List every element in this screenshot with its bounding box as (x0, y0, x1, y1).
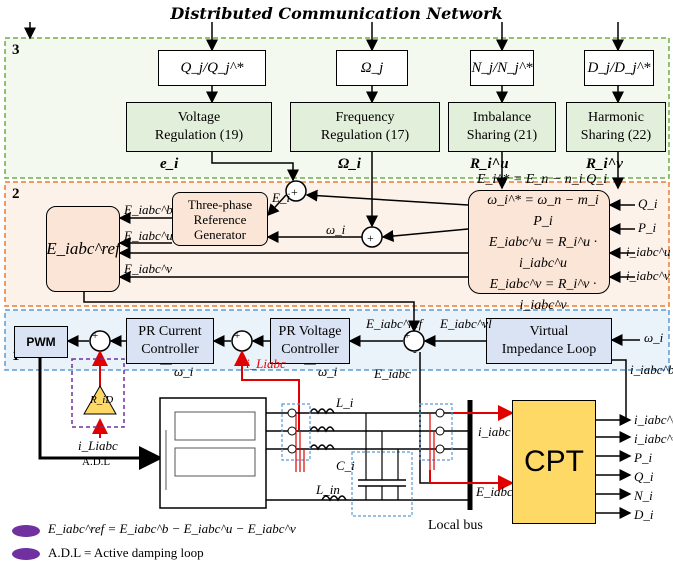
virtual-impedance-loop: Virtual Impedance Loop (486, 318, 612, 364)
voltage-regulation-line2: Regulation (19) (154, 128, 244, 143)
virtual-impedance-line2: Impedance Loop (501, 342, 597, 357)
input-omega: Ω_j (336, 50, 408, 86)
output-rv: R_i^v (586, 156, 623, 172)
input-q: Q_j/Q_j^* (158, 50, 266, 86)
output-omega: Ω_i (338, 156, 361, 172)
generator-line1: Three-phase (187, 196, 253, 212)
cpt-out-p: P_i (634, 450, 653, 465)
layer3-label: 3 (12, 42, 20, 58)
generator-line3: Generator (194, 226, 246, 242)
cpt-out-n: N_i (634, 488, 653, 503)
adl-label: A.D.L (82, 456, 111, 468)
vi-omega-input: ω_i (644, 330, 664, 345)
legend-adl: A.D.L = Active damping loop (48, 545, 204, 560)
pr-voltage-line1: PR Voltage (278, 324, 342, 339)
voltage-regulation-block: Voltage Regulation (19) (126, 102, 272, 152)
rid-label: R_iD (90, 394, 114, 406)
pr-current-line1: PR Current (138, 324, 202, 339)
svg-text:+: + (404, 330, 410, 342)
gen-out-v: E_iabc^v (124, 261, 173, 276)
right-input-q: Q_i (638, 196, 658, 211)
local-bus-label: Local bus (428, 518, 483, 533)
equation-harmonic: E_iabc^v = R_i^v · i_iabc^v (489, 276, 597, 313)
imbalance-sharing-line2: Sharing (21) (466, 128, 538, 143)
legend-dot-2 (12, 548, 40, 560)
pr-current-controller: PR Current Controller (126, 318, 214, 364)
eref-block: E_iabc^ref (46, 206, 120, 292)
generator-line2: Reference (193, 211, 247, 227)
l1-eiabc-label: E_iabc (374, 366, 411, 381)
pr-current-omega: ω_i (174, 364, 194, 379)
right-input-iv: i_iabc^v (626, 268, 670, 283)
pwm-block: PWM (14, 326, 68, 358)
cpt-outputs: i_iabc^u i_iabc^v P_i Q_i N_i D_i (634, 410, 673, 524)
lin-label: L_in (316, 482, 340, 497)
ei-label: E_i (272, 190, 291, 205)
layer2-label: 2 (12, 186, 20, 202)
legend-eref: E_iabc^ref = E_iabc^b − E_iabc^u − E_iab… (48, 521, 296, 536)
ci-label: C_i (336, 458, 355, 473)
diagram-title: Distributed Communication Network (170, 4, 503, 23)
equation-frequency: ω_i^* = ω_n − m_i P_i (487, 192, 599, 229)
output-e: e_i (160, 156, 179, 172)
svg-text:+: + (234, 330, 240, 342)
pr-current-line2: Controller (141, 342, 199, 357)
output-ru: R_i^u (470, 156, 509, 172)
input-d: D_j/D_j^* (584, 50, 654, 86)
cpt-block: CPT (512, 400, 596, 524)
reference-generator-block: Three-phase Reference Generator (172, 192, 268, 246)
harmonic-sharing-line2: Sharing (22) (580, 128, 652, 143)
right-input-iu: i_iabc^u (626, 244, 671, 259)
cpt-out-d: D_i (634, 507, 654, 522)
equations-block: E_i^* = E_n − n_i Q_i ω_i^* = ω_n − m_i … (468, 172, 610, 313)
adl-current-label: i_Liabc (78, 438, 118, 453)
right-input-p: P_i (638, 220, 657, 235)
cpt-out-iu: i_iabc^u (634, 412, 673, 427)
cpt-out-iv: i_iabc^v (634, 431, 673, 446)
harmonic-sharing-line1: Harmonic (588, 110, 644, 125)
evl-label: E_iabc^vl (440, 316, 492, 331)
li-label: L_i (336, 395, 354, 410)
imbalance-sharing-block: Imbalance Sharing (21) (448, 102, 556, 152)
virtual-impedance-line1: Virtual (529, 324, 569, 339)
equation-voltage: E_i^* = E_n − n_i Q_i (477, 171, 608, 187)
pr-voltage-omega: ω_i (318, 364, 338, 379)
eiabc-label: E_iabc (476, 484, 513, 499)
svg-text:+: + (291, 185, 298, 199)
l1-eref-label: E_iabc^ref (366, 316, 423, 331)
imbalance-sharing-line1: Imbalance (472, 110, 532, 125)
input-n: N_j/N_j^* (470, 50, 534, 86)
omega-label: ω_i (326, 222, 346, 237)
gen-out-u: E_iabc^u (124, 228, 173, 243)
ib-label: i_iabc^b (630, 362, 673, 377)
i-liabc-label: i_Liabc (246, 356, 286, 371)
cpt-out-q: Q_i (634, 469, 654, 484)
frequency-regulation-block: Frequency Regulation (17) (290, 102, 440, 152)
frequency-regulation-line2: Regulation (17) (320, 128, 410, 143)
pr-voltage-controller: PR Voltage Controller (270, 318, 350, 364)
equation-imbalance: E_iabc^u = R_i^u · i_iabc^u (488, 234, 598, 271)
frequency-regulation-line1: Frequency (335, 110, 395, 125)
iiabc-label: i_iabc (478, 424, 511, 439)
legend-dot-1 (12, 525, 40, 537)
svg-text:+: + (367, 231, 374, 245)
harmonic-sharing-block: Harmonic Sharing (22) (566, 102, 666, 152)
gen-out-b: E_iabc^b (124, 202, 173, 217)
svg-text:+: + (92, 330, 98, 342)
svg-text:-: - (413, 346, 417, 358)
pr-voltage-line2: Controller (281, 342, 339, 357)
voltage-regulation-line1: Voltage (177, 110, 221, 125)
